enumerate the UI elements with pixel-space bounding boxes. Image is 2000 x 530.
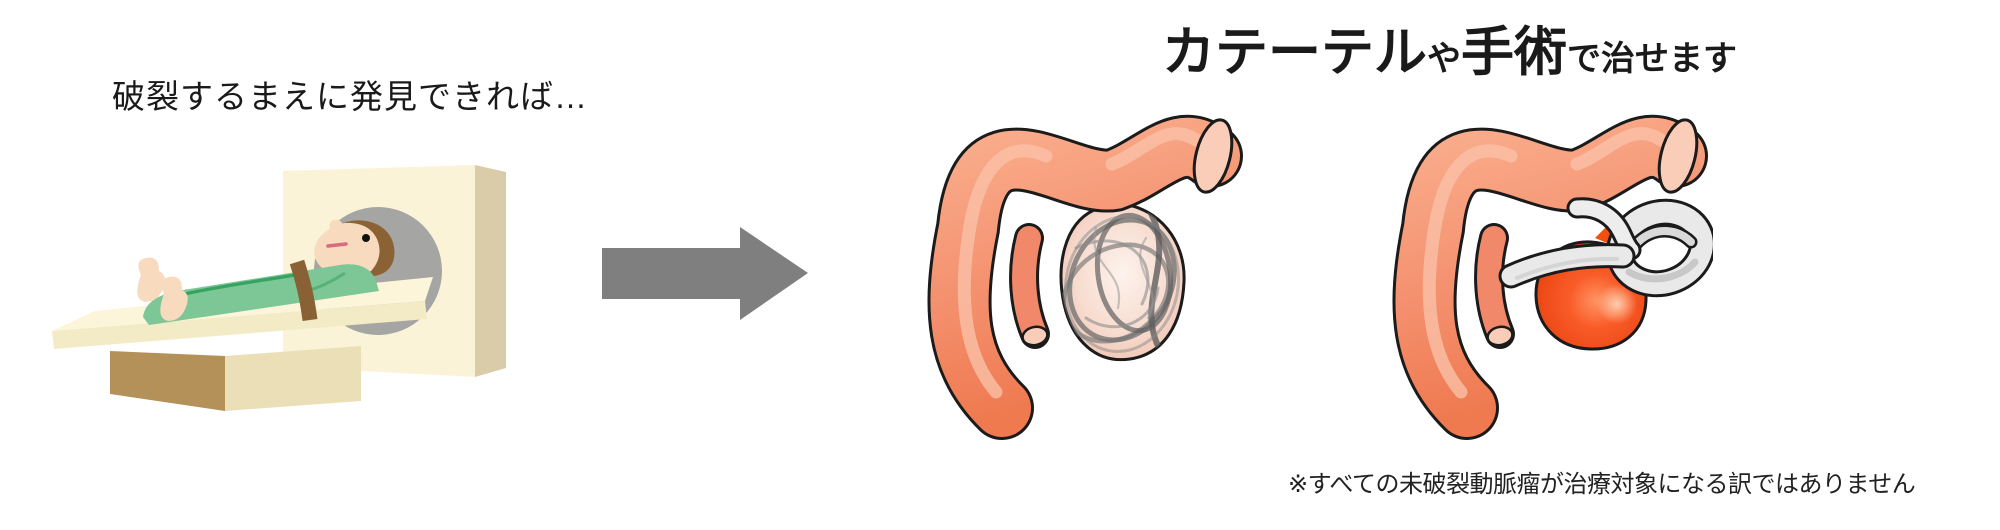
title-word-catheter: カテーテル (1162, 23, 1427, 82)
artery-cut-end (1192, 118, 1234, 194)
footnote: ※すべての未破裂動脈瘤が治療対象になる訳ではありません (1288, 471, 1916, 498)
patient-foot-near (160, 276, 188, 321)
ct-scanner-illustration (52, 165, 506, 411)
coil-embolization-illustration (927, 114, 1243, 440)
patient-nose (329, 219, 343, 233)
title-word-surgery: 手術 (1461, 23, 1567, 82)
patient-hair (343, 220, 395, 277)
artery-cut-end (1657, 118, 1699, 194)
patient-foot-far (137, 257, 165, 302)
main-artery (927, 114, 1243, 440)
patient-figure (137, 219, 395, 325)
treatment-title: カテーテルや手術で治せます (1162, 22, 1737, 90)
arrow-right-icon (602, 227, 808, 320)
title-particle-ya: や (1427, 40, 1461, 78)
embolization-coils (1061, 205, 1181, 354)
patient-mouth (326, 242, 348, 248)
clip-surgery-illustration (1392, 114, 1713, 440)
surgical-clip (1498, 197, 1713, 298)
aneurysm-sac-with-coils (1059, 202, 1186, 362)
patient-eye (362, 234, 370, 242)
branch-lumen (1021, 325, 1049, 347)
patient-gown (143, 264, 379, 325)
main-artery (1392, 114, 1708, 440)
patient-head (314, 221, 390, 277)
branch-artery (1009, 223, 1050, 349)
left-caption: 破裂するまえに発見できれば… (112, 78, 588, 115)
branch-lumen (1486, 325, 1514, 347)
patient-belt (289, 259, 318, 321)
branch-artery (1474, 223, 1515, 349)
title-word-cure: で治せます (1567, 40, 1737, 78)
